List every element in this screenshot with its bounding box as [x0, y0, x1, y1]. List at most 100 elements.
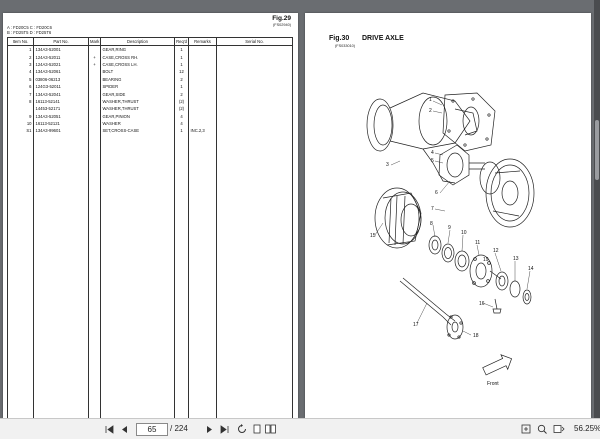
- prev-page-button[interactable]: [119, 422, 129, 436]
- mark-cell: [88, 105, 101, 113]
- first-page-icon: [105, 424, 113, 434]
- description-cell: CASE,CROSS LH.: [100, 60, 175, 69]
- next-page-icon: [206, 425, 212, 433]
- empty-cell: [216, 134, 293, 436]
- description-cell: BOLT: [100, 68, 175, 76]
- last-page-icon: [220, 424, 228, 434]
- remarks-cell: [188, 82, 217, 91]
- part-no-cell: 16113-52121: [33, 119, 89, 128]
- scrollbar-thumb[interactable]: [595, 120, 599, 180]
- remarks-cell: [188, 45, 217, 54]
- part-no-cell: 124A3-52021: [33, 60, 89, 69]
- two-page-view-button[interactable]: [264, 422, 276, 436]
- remarks-cell: [188, 105, 217, 113]
- first-page-button[interactable]: [104, 422, 114, 436]
- callout-17: 17: [413, 322, 419, 328]
- callout-1: 1: [429, 97, 432, 103]
- mark-cell: [88, 45, 101, 54]
- bottom-toolbar: / 224 56.25%: [0, 418, 600, 439]
- reqd-cell: 2: [174, 75, 189, 83]
- prev-page-icon: [121, 425, 127, 433]
- item-no-cell: 1: [7, 45, 34, 54]
- description-cell: WASHER: [100, 119, 175, 128]
- mark-cell: [88, 112, 101, 120]
- serial-no-cell: [216, 82, 293, 91]
- serial-no-cell: [216, 90, 293, 98]
- part-no-cell: 134A3-52041: [33, 90, 89, 98]
- fit-page-button[interactable]: [520, 422, 532, 436]
- part-no-cell: 124G3-52011: [33, 82, 89, 91]
- col-reqd: Req'd: [174, 37, 189, 46]
- callout-5: 5: [431, 158, 434, 164]
- callout-18: 18: [473, 333, 479, 339]
- description-cell: CASE,CROSS RH.: [100, 53, 175, 61]
- last-page-button[interactable]: [219, 422, 229, 436]
- callout-8: 8: [430, 221, 433, 227]
- serial-no-cell: [216, 45, 293, 54]
- axle-housing: [366, 92, 480, 184]
- hub-carrier: [438, 144, 485, 186]
- table-header-row: Item No. Part No. Mark Description Req'd…: [7, 37, 293, 46]
- serial-no-cell: [216, 105, 293, 113]
- item-no-cell: [7, 105, 34, 113]
- mark-cell: [88, 68, 101, 76]
- parts-table: Item No. Part No. Mark Description Req'd…: [7, 37, 293, 436]
- callout-7: 7: [431, 206, 434, 212]
- callout-10: 10: [461, 230, 467, 236]
- description-cell: GEAR,RING: [100, 45, 175, 54]
- part-no-cell: 134A3-52051: [33, 112, 89, 120]
- empty-cell: [188, 134, 217, 436]
- table-filler-row: [7, 134, 293, 436]
- description-cell: WASHER,THRUST: [100, 97, 175, 106]
- description-cell: SET,CROSS-CASE: [100, 127, 175, 135]
- vertical-scrollbar[interactable]: [594, 0, 600, 418]
- col-part-no: Part No.: [33, 37, 89, 46]
- zoom-in-button[interactable]: [536, 422, 548, 436]
- part-no-cell: 124A3-52011: [33, 53, 89, 61]
- front-label: Front: [487, 381, 499, 387]
- single-page-view-button[interactable]: [251, 422, 263, 436]
- reqd-cell: 1: [174, 60, 189, 69]
- empty-cell: [33, 134, 89, 436]
- zoom-out-button[interactable]: [552, 422, 566, 436]
- col-item-no: Item No.: [7, 37, 34, 46]
- reqd-cell: 12: [174, 68, 189, 76]
- reqd-cell: (2): [174, 105, 189, 113]
- callout-2: 2: [429, 108, 432, 114]
- brake-assembly: [479, 158, 535, 228]
- rotate-button[interactable]: [236, 422, 248, 436]
- serial-no-cell: [216, 112, 293, 120]
- cover-plate: [442, 92, 496, 152]
- empty-cell: [174, 134, 189, 436]
- callout-3: 3: [386, 162, 389, 168]
- fig-code: (FS02940): [273, 23, 291, 27]
- fig-number-right: Fig.30: [329, 35, 350, 42]
- single-page-icon: [253, 424, 261, 434]
- mark-cell: [88, 82, 101, 91]
- fig-number: Fig.29: [272, 15, 291, 22]
- callout-6: 6: [435, 190, 438, 196]
- reqd-cell: 4: [174, 119, 189, 128]
- next-page-button[interactable]: [204, 422, 214, 436]
- item-no-cell: 2: [7, 53, 34, 61]
- mark-cell: [88, 127, 101, 135]
- description-cell: GEAR,PINION: [100, 112, 175, 120]
- mark-cell: [88, 97, 101, 106]
- rotate-icon: [238, 424, 246, 433]
- two-page-icon: [264, 424, 276, 434]
- mark-cell: [88, 75, 101, 83]
- reqd-cell: 4: [174, 112, 189, 120]
- page-count: / 224: [170, 424, 188, 433]
- nuts-washers: [495, 271, 532, 305]
- zoom-level[interactable]: 56.25%: [574, 424, 600, 433]
- page-number-input[interactable]: [136, 423, 168, 436]
- callout-9: 9: [448, 225, 451, 231]
